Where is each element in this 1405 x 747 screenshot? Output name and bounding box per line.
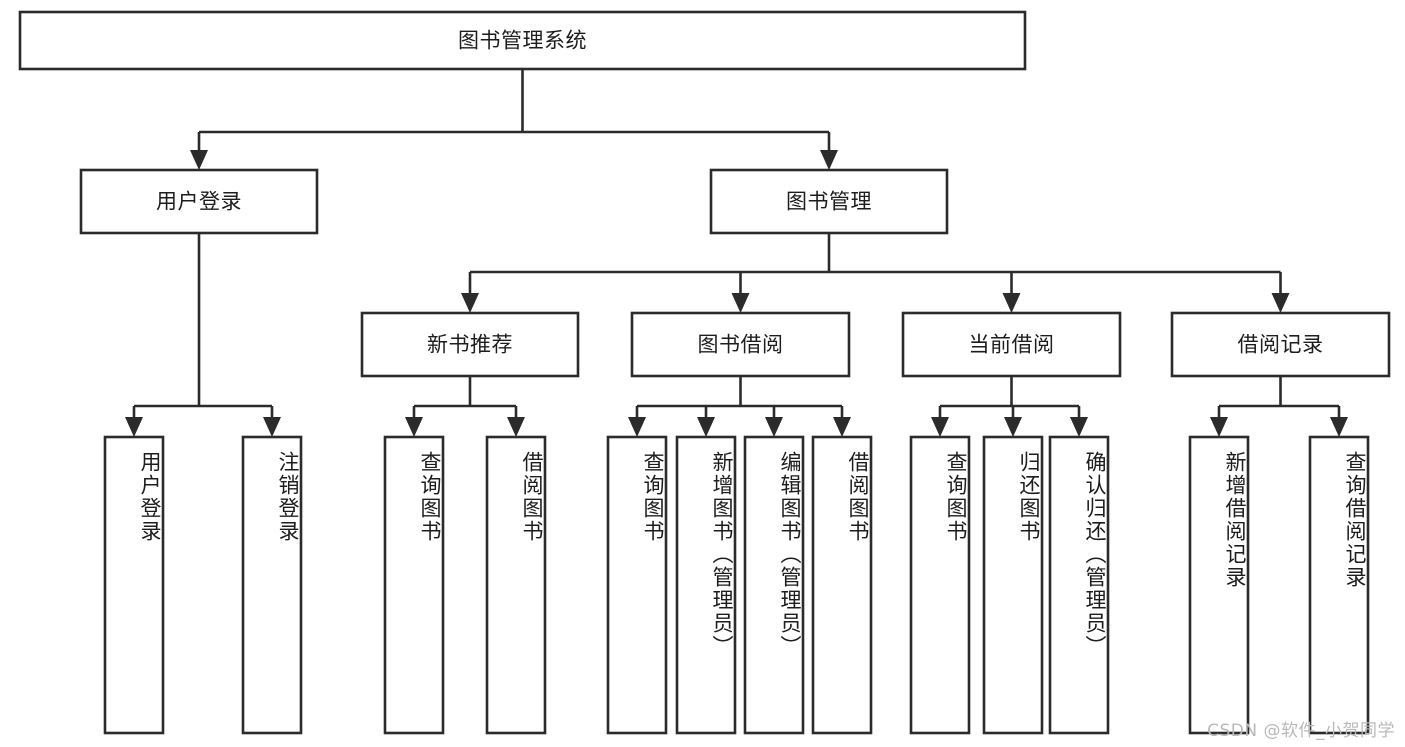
node-new-book-rec-label: 新书推荐 <box>427 333 513 357</box>
node-book-manage-rect[interactable] <box>709 168 949 235</box>
csdn-watermark: CSDN @软件_小贺同学 <box>1207 721 1395 741</box>
leaf-leaf-user-login-rect[interactable] <box>103 435 165 735</box>
node-current-borrow[interactable]: 当前借阅 <box>901 311 1122 378</box>
borrow-record-arrow-1 <box>1330 417 1348 437</box>
connector-layer <box>125 69 1348 437</box>
node-user-login[interactable]: 用户登录 <box>79 168 319 235</box>
leaf-leaf-rec-query-rect[interactable] <box>383 435 445 735</box>
root-arrow-1 <box>820 150 838 170</box>
node-new-book-rec-rect[interactable] <box>360 311 580 378</box>
root-node-rect[interactable] <box>18 10 1027 71</box>
node-book-manage-label: 图书管理 <box>786 190 872 214</box>
user-login-arrow-1 <box>263 417 281 437</box>
node-book-borrow[interactable]: 图书借阅 <box>630 311 851 378</box>
leaf-leaf-cur-return-rect[interactable] <box>982 435 1044 735</box>
user-login-arrow-0 <box>125 417 143 437</box>
leaf-leaf-cur-query-rect[interactable] <box>909 435 971 735</box>
node-current-borrow-rect[interactable] <box>901 311 1122 378</box>
book-borrow-arrow-0 <box>628 417 646 437</box>
root-arrow-0 <box>190 150 208 170</box>
node-user-login-label: 用户登录 <box>156 190 242 214</box>
node-borrow-record-label: 借阅记录 <box>1238 333 1324 357</box>
book-borrow-arrow-3 <box>833 417 851 437</box>
leaf-leaf-rec-add-rect[interactable] <box>1188 435 1250 735</box>
new-book-rec-arrow-1 <box>507 417 525 437</box>
new-book-rec-arrow-0 <box>405 417 423 437</box>
leaf-leaf-borrow-do-rect[interactable] <box>811 435 873 735</box>
leaf-leaf-rec-borrow-rect[interactable] <box>485 435 547 735</box>
node-borrow-record[interactable]: 借阅记录 <box>1170 311 1391 378</box>
node-new-book-rec[interactable]: 新书推荐 <box>360 311 580 378</box>
root-node[interactable]: 图书管理系统 <box>18 10 1027 71</box>
book-manage-arrow-2 <box>1002 293 1021 313</box>
current-borrow-arrow-2 <box>1070 417 1088 437</box>
borrow-record-arrow-0 <box>1210 417 1228 437</box>
leaf-leaf-rec-search-rect[interactable] <box>1308 435 1370 735</box>
node-book-borrow-label: 图书借阅 <box>698 333 784 357</box>
node-book-manage[interactable]: 图书管理 <box>709 168 949 235</box>
book-borrow-arrow-2 <box>765 417 783 437</box>
book-manage-arrow-0 <box>461 293 479 313</box>
leaf-leaf-borrow-query-rect[interactable] <box>606 435 668 735</box>
leaf-leaf-cur-confirm-rect[interactable] <box>1048 435 1110 735</box>
book-manage-arrow-3 <box>1271 293 1290 313</box>
current-borrow-arrow-1 <box>1004 417 1022 437</box>
current-borrow-arrow-0 <box>931 417 949 437</box>
node-user-login-rect[interactable] <box>79 168 319 235</box>
node-book-borrow-rect[interactable] <box>630 311 851 378</box>
root-node-label: 图书管理系统 <box>458 29 587 53</box>
book-borrow-arrow-1 <box>697 417 715 437</box>
node-borrow-record-rect[interactable] <box>1170 311 1391 378</box>
leaf-leaf-user-logout-rect[interactable] <box>241 435 303 735</box>
book-manage-arrow-1 <box>731 293 750 313</box>
leaf-leaf-borrow-add-rect[interactable] <box>675 435 737 735</box>
leaf-leaf-borrow-edit-rect[interactable] <box>743 435 805 735</box>
node-current-borrow-label: 当前借阅 <box>969 333 1055 357</box>
